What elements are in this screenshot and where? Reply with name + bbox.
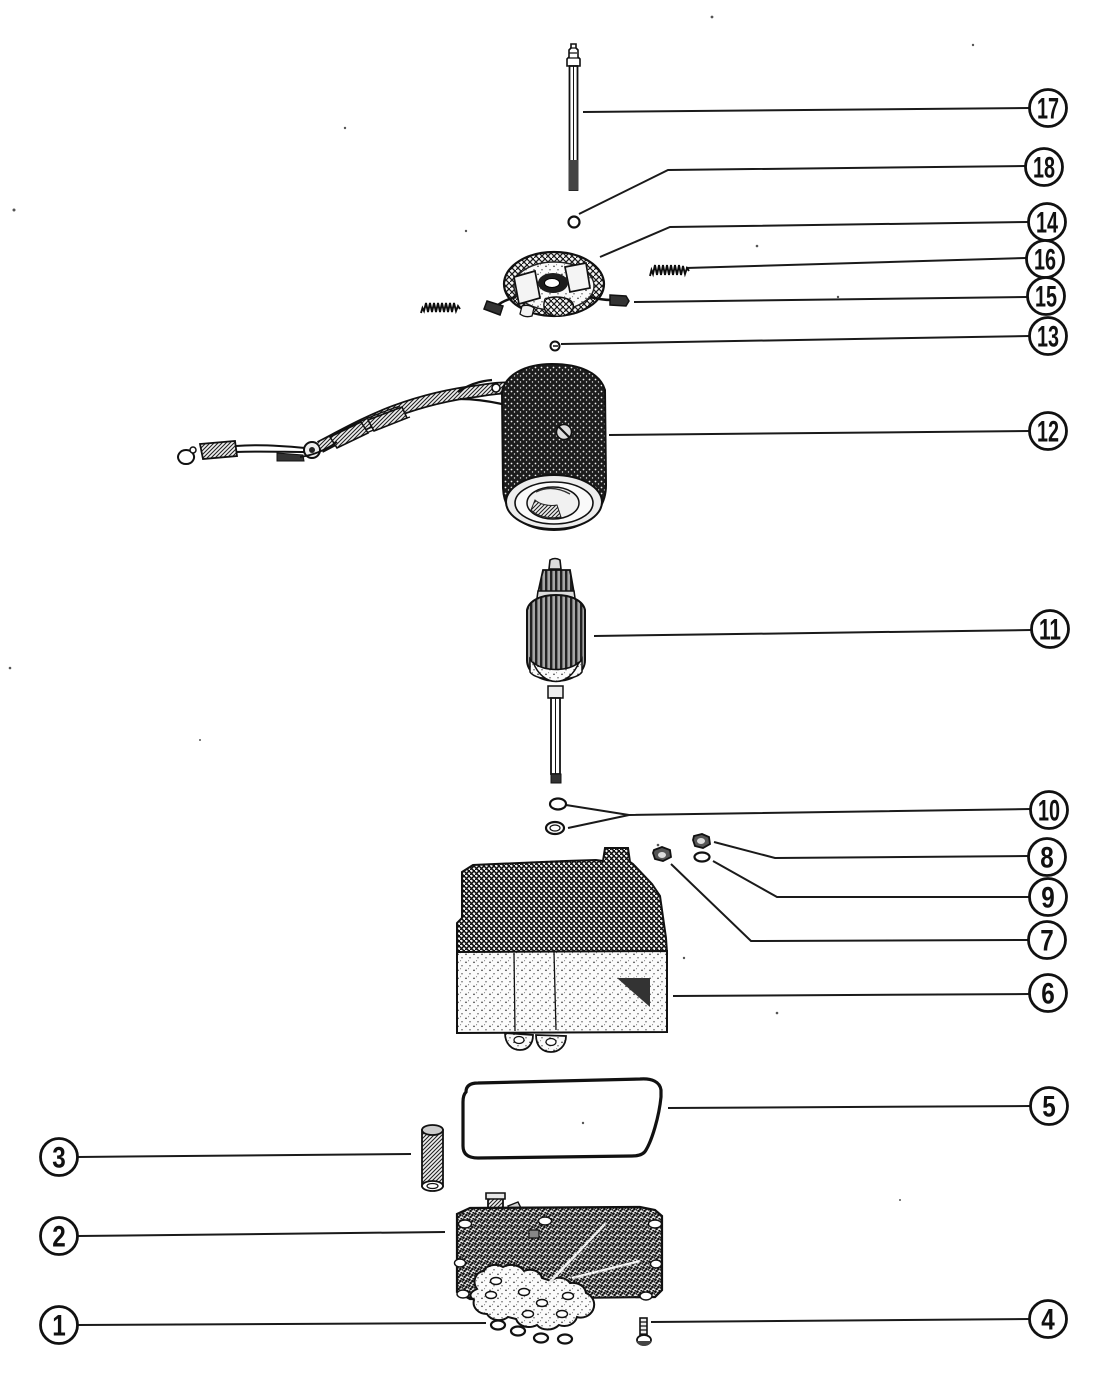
svg-text:10: 10 bbox=[1038, 795, 1060, 828]
svg-text:16: 16 bbox=[1034, 244, 1056, 277]
svg-text:7: 7 bbox=[1040, 925, 1054, 958]
svg-text:8: 8 bbox=[1040, 842, 1054, 875]
svg-text:9: 9 bbox=[1041, 882, 1055, 915]
svg-text:17: 17 bbox=[1037, 93, 1059, 126]
svg-text:13: 13 bbox=[1037, 321, 1059, 354]
svg-text:12: 12 bbox=[1037, 416, 1059, 449]
svg-text:3: 3 bbox=[52, 1142, 66, 1175]
svg-text:5: 5 bbox=[1042, 1091, 1056, 1124]
svg-text:18: 18 bbox=[1033, 152, 1055, 185]
svg-text:15: 15 bbox=[1035, 281, 1057, 314]
svg-text:4: 4 bbox=[1041, 1304, 1055, 1337]
svg-text:6: 6 bbox=[1041, 978, 1055, 1011]
svg-text:14: 14 bbox=[1036, 207, 1058, 240]
svg-text:11: 11 bbox=[1039, 614, 1061, 647]
svg-text:1: 1 bbox=[52, 1310, 66, 1343]
svg-text:2: 2 bbox=[52, 1221, 66, 1254]
